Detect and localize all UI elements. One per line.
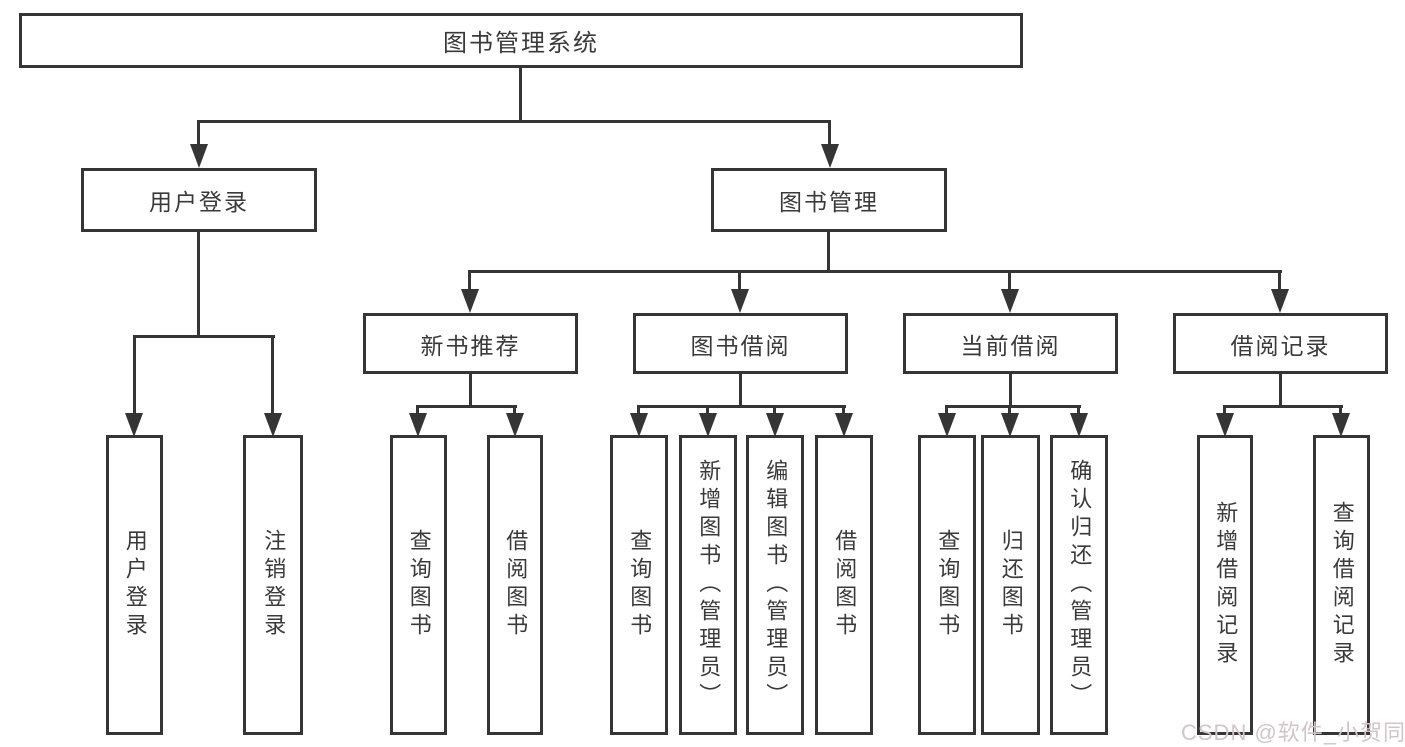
connector: [945, 405, 948, 416]
connector: [197, 120, 831, 123]
connector: [271, 335, 274, 415]
arrow-down: [264, 413, 282, 437]
arrow-down: [461, 289, 479, 313]
arrow-down: [1001, 289, 1019, 313]
arrow-down: [1271, 289, 1289, 313]
connector: [513, 405, 516, 416]
node-user-login: 用户登录: [81, 168, 317, 232]
connector: [706, 405, 709, 416]
arrow-down: [630, 413, 648, 437]
arrow-down: [1216, 413, 1234, 437]
node-current-borrow: 当前借阅: [903, 313, 1118, 374]
connector: [197, 120, 200, 148]
connector: [1009, 374, 1012, 405]
connector: [637, 405, 640, 416]
arrow-down: [699, 413, 717, 437]
connector: [416, 405, 517, 408]
leaf-current-return-book: 归还图书: [981, 435, 1040, 735]
arrow-down: [506, 413, 524, 437]
connector: [828, 120, 831, 148]
leaf-current-query-book: 查询图书: [918, 435, 976, 735]
connector: [197, 232, 200, 335]
connector: [842, 405, 845, 416]
leaf-records-query-record: 查询借阅记录: [1313, 435, 1370, 735]
node-new-book-recommend: 新书推荐: [363, 313, 578, 374]
connector: [468, 270, 1282, 273]
connector: [637, 405, 846, 408]
arrow-down: [835, 413, 853, 437]
leaf-borrow-add-book-admin: 新增图书（管理员）: [679, 435, 737, 735]
node-root: 图书管理系统: [19, 13, 1023, 68]
connector: [945, 405, 1081, 408]
connector: [468, 270, 471, 291]
leaf-user-login: 用户登录: [106, 435, 163, 735]
leaf-borrow-edit-book-admin: 编辑图书（管理员）: [746, 435, 804, 735]
arrow-down: [1332, 413, 1350, 437]
connector: [1077, 405, 1080, 416]
connector: [519, 68, 522, 120]
leaf-logout: 注销登录: [243, 435, 303, 735]
leaf-borrow-query-book: 查询图书: [610, 435, 668, 735]
arrow-down: [821, 144, 839, 168]
leaf-records-add-record: 新增借阅记录: [1197, 435, 1253, 735]
connector: [1339, 405, 1342, 416]
connector: [1278, 270, 1281, 291]
arrow-down: [1070, 413, 1088, 437]
connector: [1008, 270, 1011, 291]
connector: [827, 232, 830, 270]
connector: [1223, 405, 1343, 408]
connector: [739, 374, 742, 405]
connector: [469, 374, 472, 405]
leaf-recommend-query-book: 查询图书: [390, 435, 447, 735]
csdn-watermark: CSDN @软件_小贺同学: [1181, 720, 1405, 745]
arrow-down: [125, 413, 143, 437]
leaf-recommend-borrow-book: 借阅图书: [487, 435, 543, 735]
connector: [1008, 405, 1011, 416]
leaf-current-confirm-return-admin: 确认归还（管理员）: [1050, 435, 1108, 735]
arrow-down: [938, 413, 956, 437]
arrow-down: [190, 144, 208, 168]
arrow-down: [731, 289, 749, 313]
connector: [416, 405, 419, 416]
arrow-down: [766, 413, 784, 437]
connector: [1279, 374, 1282, 405]
leaf-borrow-borrow-book: 借阅图书: [815, 435, 873, 735]
connector: [133, 335, 136, 415]
node-borrow-records: 借阅记录: [1173, 313, 1388, 374]
arrow-down: [1001, 413, 1019, 437]
node-book-management: 图书管理: [711, 168, 947, 232]
connector: [773, 405, 776, 416]
connector: [738, 270, 741, 291]
connector: [1223, 405, 1226, 416]
node-book-borrow: 图书借阅: [633, 313, 848, 374]
arrow-down: [409, 413, 427, 437]
connector: [133, 335, 275, 338]
